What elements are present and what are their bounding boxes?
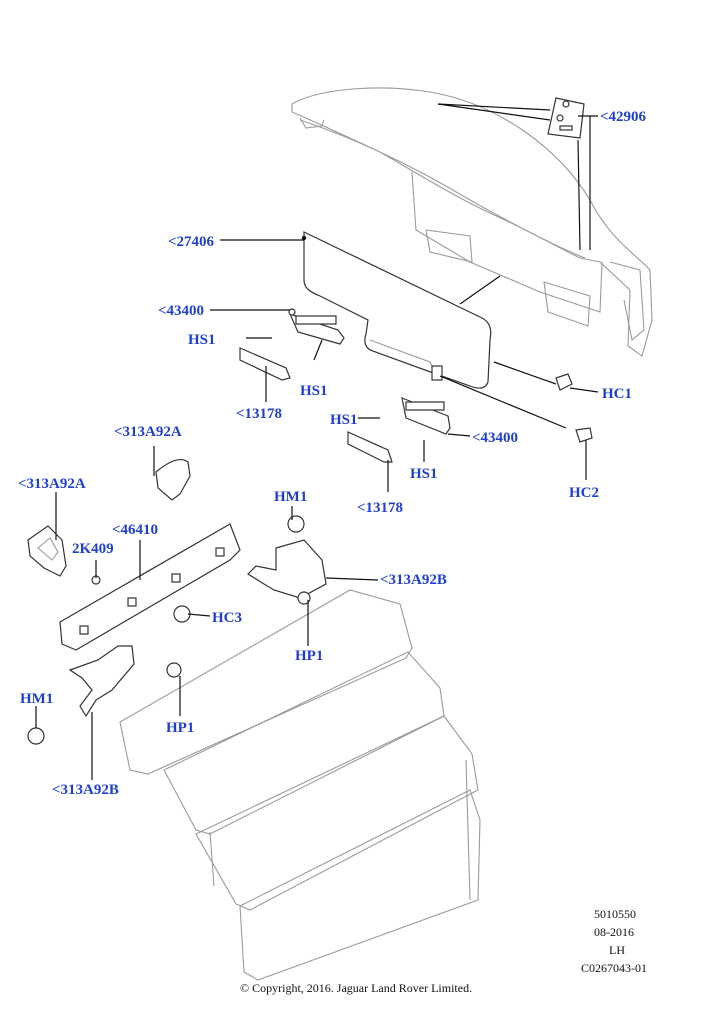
callout-hc2[interactable]: HC2 <box>569 485 599 501</box>
hinge-43400-a <box>288 308 345 345</box>
callout-hs1-a[interactable]: HS1 <box>188 332 216 348</box>
plug-hp1-b <box>166 662 182 678</box>
callout-labels: <42906 <27406 <43400 HS1 HS1 <13178 HC1 … <box>18 109 647 798</box>
hinge-43400-b <box>401 397 451 435</box>
callout-hm1-b[interactable]: HM1 <box>20 691 53 707</box>
callout-2k409[interactable]: 2K409 <box>72 541 114 557</box>
callout-13178-b[interactable]: <13178 <box>357 500 403 516</box>
callout-313A92A-a[interactable]: <313A92A <box>114 424 182 440</box>
bracket-313A92B-a <box>247 539 327 599</box>
callout-hs1-c[interactable]: HS1 <box>330 412 358 428</box>
cap-hm1-a <box>287 515 305 533</box>
trim-bar-46410 <box>59 523 241 651</box>
handle-13178-b <box>347 431 393 463</box>
copyright-notice: © Copyright, 2016. Jaguar Land Rover Lim… <box>240 981 472 995</box>
bracket-313A92B-b <box>68 645 135 718</box>
callout-43400-a[interactable]: <43400 <box>158 303 204 319</box>
callout-hp1-a[interactable]: HP1 <box>295 648 323 664</box>
clip-hc1 <box>555 373 573 391</box>
callout-hs1-b[interactable]: HS1 <box>300 383 328 399</box>
callout-hs1-d[interactable]: HS1 <box>410 466 438 482</box>
trim-313A92A-a <box>155 459 191 501</box>
lower-tailgate-outline <box>119 589 481 981</box>
callout-hp1-b[interactable]: HP1 <box>166 720 194 736</box>
callout-43400-b[interactable]: <43400 <box>472 430 518 446</box>
clip-hc2 <box>575 427 593 443</box>
drawing-side: LH <box>609 943 625 957</box>
drawing-metadata: 5010550 08-2016 LH C0267043-01 <box>581 907 647 975</box>
cap-hm1-b <box>27 727 45 745</box>
trim-313A92A-b <box>27 525 67 577</box>
trim-panel-27406 <box>303 231 492 389</box>
callout-313A92A-b[interactable]: <313A92A <box>18 476 86 492</box>
leader-lines <box>35 103 599 780</box>
callout-313A92B-b[interactable]: <313A92B <box>52 782 119 798</box>
callout-27406[interactable]: <27406 <box>168 234 215 250</box>
callout-13178-a[interactable]: <13178 <box>236 406 282 422</box>
handle-13178-a <box>239 347 291 381</box>
callout-hc3[interactable]: HC3 <box>212 610 242 626</box>
drawing-reference: C0267043-01 <box>581 961 647 975</box>
drawing-code: 5010550 <box>594 907 636 921</box>
clip-hc3 <box>173 605 191 623</box>
drawing-date: 08-2016 <box>594 925 634 939</box>
callout-46410[interactable]: <46410 <box>112 522 158 538</box>
callout-313A92B-a[interactable]: <313A92B <box>380 572 447 588</box>
callout-42906[interactable]: <42906 <box>600 109 647 125</box>
bracket-42906 <box>547 97 585 139</box>
plug-hp1-a <box>297 591 311 605</box>
upper-tailgate-outline <box>291 87 653 357</box>
callout-hm1-a[interactable]: HM1 <box>274 489 307 505</box>
callout-hc1[interactable]: HC1 <box>602 386 632 402</box>
